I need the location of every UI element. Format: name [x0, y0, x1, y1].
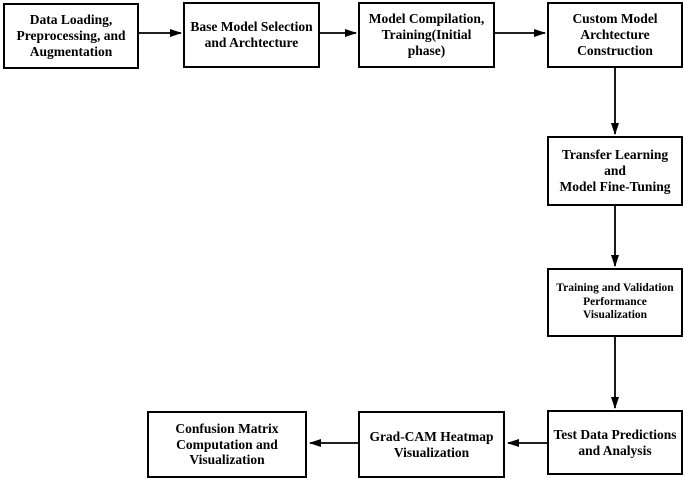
node-data-loading: Data Loading, Preprocessing, and Augment…	[3, 3, 139, 69]
node-transfer-learning: Transfer Learning and Model Fine-Tuning	[547, 136, 683, 206]
node-model-compilation-label: Model Compilation, Training(Initial phas…	[368, 11, 485, 58]
node-custom-model-architecture-label: Custom Model Archtecture Construction	[572, 11, 658, 58]
node-base-model-selection-label: Base Model Selection and Archtecture	[190, 19, 313, 50]
node-confusion-matrix: Confusion Matrix Computation and Visuali…	[147, 411, 307, 478]
node-transfer-learning-label: Transfer Learning and Model Fine-Tuning	[559, 147, 671, 194]
node-custom-model-architecture: Custom Model Archtecture Construction	[547, 2, 683, 68]
node-grad-cam-label: Grad-CAM Heatmap Visualization	[369, 428, 494, 460]
node-data-loading-label: Data Loading, Preprocessing, and Augment…	[16, 12, 126, 59]
node-grad-cam: Grad-CAM Heatmap Visualization	[358, 411, 505, 478]
node-model-compilation: Model Compilation, Training(Initial phas…	[358, 2, 495, 68]
node-test-data-predictions-label: Test Data Predictions and Analysis	[553, 426, 677, 458]
node-test-data-predictions: Test Data Predictions and Analysis	[547, 410, 683, 475]
node-training-validation-visualization: Training and Validation Performance Visu…	[547, 268, 683, 337]
node-base-model-selection: Base Model Selection and Archtecture	[183, 2, 320, 68]
node-training-validation-visualization-label: Training and Validation Performance Visu…	[556, 282, 674, 322]
node-confusion-matrix-label: Confusion Matrix Computation and Visuali…	[175, 420, 279, 468]
